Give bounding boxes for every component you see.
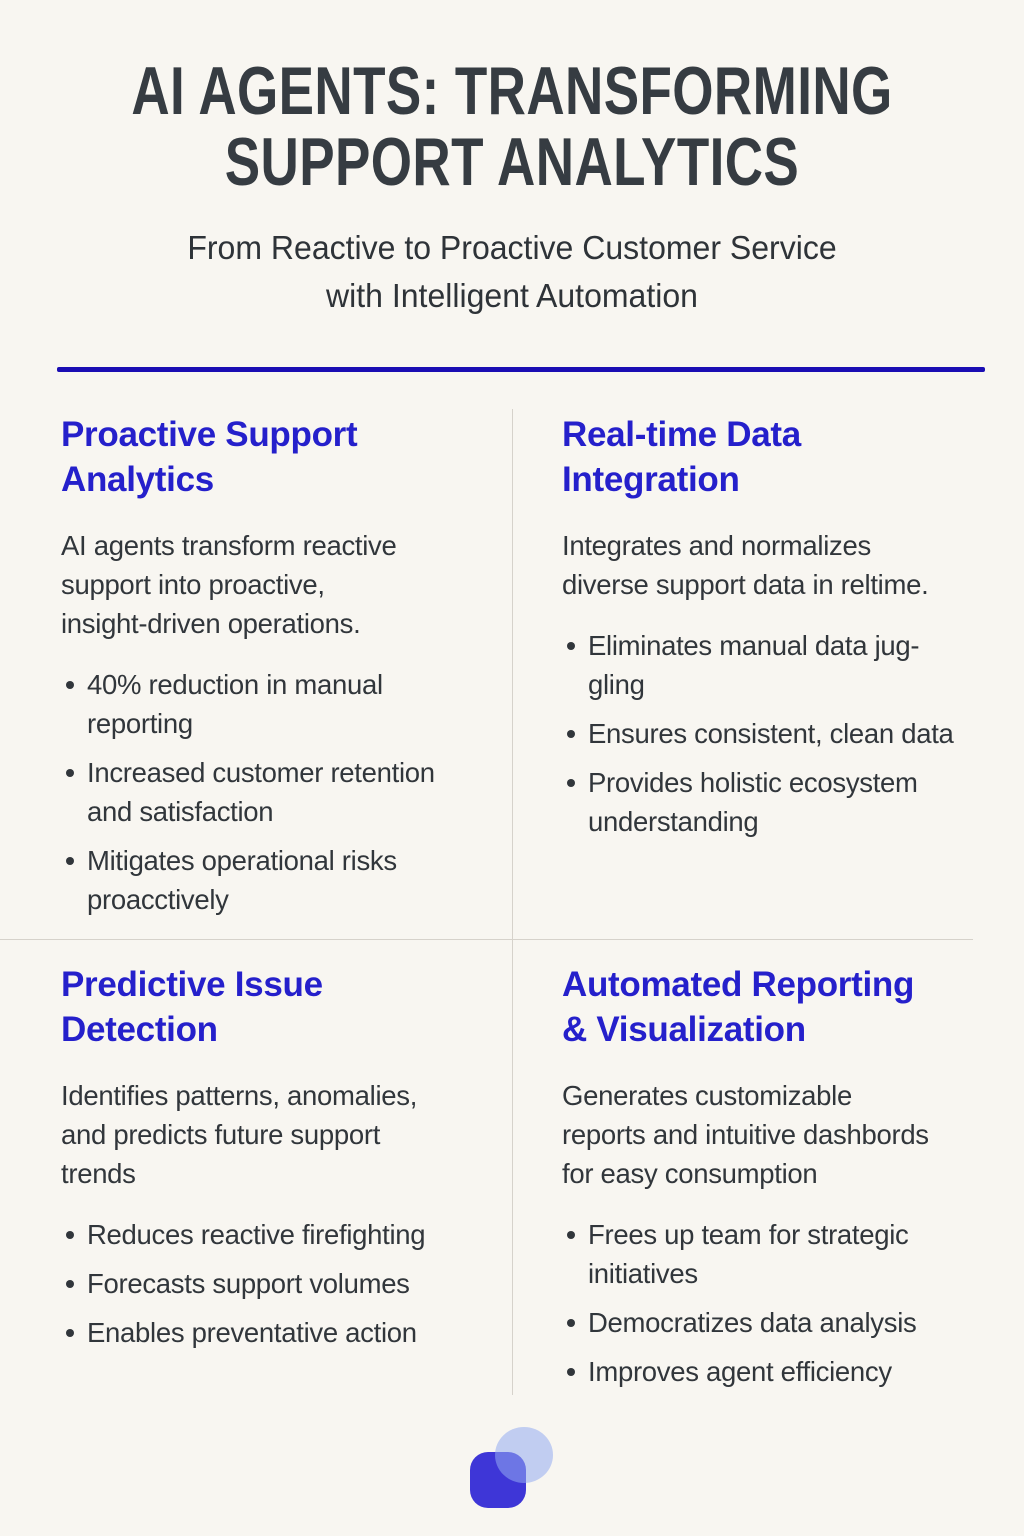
- header: AI AGENTS: TRANSFORMING SUPPORT ANALYTIC…: [0, 0, 1024, 320]
- section-heading: Predictive Issue Detection: [61, 965, 323, 1049]
- bullet-item: Ensures consistent, clean data: [562, 714, 994, 753]
- section-real-time-data-integration: Real-time Data Integration Integrates an…: [562, 412, 994, 851]
- bullet-item: Improves agent efficiency: [562, 1352, 994, 1391]
- bullet-item: Democratizes data analysis: [562, 1303, 994, 1342]
- section-description: Generates customizable reports and intui…: [562, 1080, 929, 1189]
- section-automated-reporting-visualization: Automated Reporting & Visualization Gene…: [562, 962, 994, 1401]
- section-bullet-list: Eliminates manual data jug- gling Ensure…: [562, 626, 994, 841]
- section-proactive-support-analytics: Proactive Support Analytics AI agents tr…: [61, 412, 493, 929]
- bullet-item: Enables preventative action: [61, 1313, 493, 1352]
- page-title: AI AGENTS: TRANSFORMING SUPPORT ANALYTIC…: [131, 53, 893, 200]
- section-description: AI agents transform reactive support int…: [61, 530, 397, 639]
- bullet-item: 40% reduction in manual reporting: [61, 665, 493, 743]
- section-bullet-list: 40% reduction in manual reporting Increa…: [61, 665, 493, 919]
- bullet-item: Provides holistic ecosystem understandin…: [562, 763, 994, 841]
- section-description: Identifies patterns, anomalies, and pred…: [61, 1080, 418, 1189]
- bullet-item: Increased customer retention and satisfa…: [61, 753, 493, 831]
- section-heading: Automated Reporting & Visualization: [562, 965, 915, 1049]
- bullet-item: Frees up team for strategic initiatives: [562, 1215, 994, 1293]
- bullet-item: Forecasts support volumes: [61, 1264, 493, 1303]
- logo-circle-icon: [495, 1427, 553, 1483]
- vertical-divider: [512, 409, 513, 1395]
- brand-logo-icon: [470, 1427, 554, 1509]
- bullet-item: Eliminates manual data jug- gling: [562, 626, 994, 704]
- bullet-item: Mitigates operational risks proacctively: [61, 841, 493, 919]
- section-predictive-issue-detection: Predictive Issue Detection Identifies pa…: [61, 962, 493, 1362]
- title-divider-rule: [57, 367, 985, 372]
- page-subtitle: From Reactive to Proactive Customer Serv…: [187, 229, 837, 314]
- section-bullet-list: Frees up team for strategic initiatives …: [562, 1215, 994, 1391]
- section-description: Integrates and normalizes diverse suppor…: [562, 530, 929, 600]
- bullet-item: Reduces reactive firefighting: [61, 1215, 493, 1254]
- section-heading: Proactive Support Analytics: [61, 415, 358, 499]
- section-bullet-list: Reduces reactive firefighting Forecasts …: [61, 1215, 493, 1352]
- section-heading: Real-time Data Integration: [562, 415, 801, 499]
- horizontal-divider: [0, 939, 973, 940]
